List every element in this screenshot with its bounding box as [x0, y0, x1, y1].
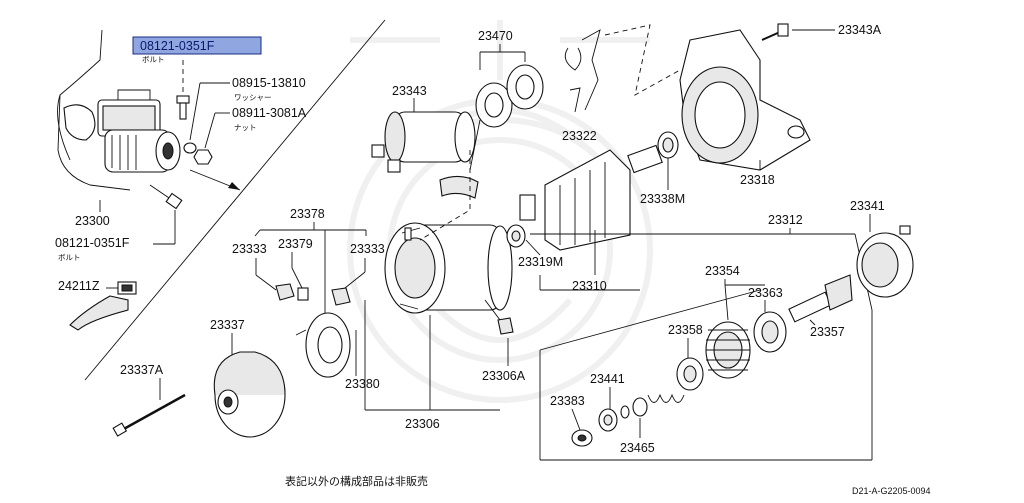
- part-label-23300[interactable]: 23300: [75, 214, 110, 228]
- part-label-23378[interactable]: 23378: [290, 207, 325, 221]
- part-label-23341[interactable]: 23341: [850, 199, 885, 213]
- part-sublabel-bolt-top: ボルト: [142, 55, 165, 64]
- screw-icon: [761, 23, 789, 41]
- brush-holder-plate-icon: [295, 312, 351, 378]
- washer-icon: [183, 142, 197, 154]
- harness-clip-icon: [69, 281, 137, 331]
- part-label-23363[interactable]: 23363: [748, 286, 783, 300]
- solenoid-icon: [371, 111, 476, 173]
- grommet-icon: [497, 317, 514, 335]
- part-label-23322[interactable]: 23322: [562, 129, 597, 143]
- part-label-23337A[interactable]: 23337A: [120, 363, 164, 377]
- part-label-23306A[interactable]: 23306A: [482, 369, 526, 383]
- gasket-icon: [475, 64, 544, 128]
- shift-lever-icon: [564, 29, 601, 113]
- part-label-23333-left[interactable]: 23333: [232, 242, 267, 256]
- part-label-23383[interactable]: 23383: [550, 394, 585, 408]
- dust-cover-icon: [439, 175, 479, 199]
- part-label-08121-0351F-top[interactable]: 08121-0351F: [140, 39, 215, 53]
- section-divider: [84, 19, 386, 381]
- yoke-housing-icon: [384, 222, 513, 314]
- pinion-shaft-icon: [788, 274, 853, 323]
- rear-cover-icon: [213, 351, 286, 438]
- part-label-23379[interactable]: 23379: [278, 237, 313, 251]
- part-label-23380[interactable]: 23380: [345, 377, 380, 391]
- part-sublabel-nut: ナット: [234, 123, 257, 132]
- part-label-23354[interactable]: 23354: [705, 264, 740, 278]
- pinion-gear-icon: [705, 321, 751, 379]
- through-bolt-icon: [112, 393, 186, 437]
- footer-note: 表記以外の構成部品は非販売: [285, 474, 428, 488]
- part-label-23337[interactable]: 23337: [210, 318, 245, 332]
- part-sublabel-bolt-bottom: ボルト: [58, 253, 81, 262]
- nut-icon: [193, 149, 213, 165]
- part-label-08911-3081A[interactable]: 08911-3081A: [232, 106, 307, 120]
- diagram-reference: D21-A-G2205-0094: [852, 486, 931, 496]
- part-label-23358[interactable]: 23358: [668, 323, 703, 337]
- part-label-23343[interactable]: 23343: [392, 84, 427, 98]
- part-label-24211Z[interactable]: 24211Z: [58, 279, 100, 293]
- drive-housing-icon: [679, 29, 811, 171]
- part-label-08915-13810[interactable]: 08915-13810: [232, 76, 306, 90]
- bolt-bottom-icon: [149, 184, 183, 210]
- arrow-head: [228, 182, 240, 190]
- part-label-23312[interactable]: 23312: [768, 213, 803, 227]
- part-label-23310[interactable]: 23310: [572, 279, 607, 293]
- part-label-23441[interactable]: 23441: [590, 372, 625, 386]
- part-sublabel-washer: ワッシャー: [234, 93, 272, 102]
- spring-icon: [620, 393, 685, 419]
- part-label-23333-right[interactable]: 23333: [350, 242, 385, 256]
- brush-icon: [297, 287, 309, 301]
- assembly-illustration: [57, 29, 181, 191]
- part-label-23306[interactable]: 23306: [405, 417, 440, 431]
- armature-icon: [519, 144, 663, 251]
- highlight-box: [132, 36, 262, 55]
- part-label-23465[interactable]: 23465: [620, 441, 655, 455]
- part-label-23357[interactable]: 23357: [810, 325, 845, 339]
- part-label-08121-0351F-bottom[interactable]: 08121-0351F: [55, 236, 130, 250]
- part-label-23338M[interactable]: 23338M: [640, 192, 685, 206]
- part-label-23343A[interactable]: 23343A: [838, 23, 882, 37]
- brush-spring-right-icon: [331, 287, 351, 306]
- stop-ring-icon: [856, 225, 914, 298]
- part-label-23319M[interactable]: 23319M: [518, 255, 563, 269]
- part-label-23470[interactable]: 23470: [478, 29, 513, 43]
- part-label-23318[interactable]: 23318: [740, 173, 775, 187]
- brush-spring-left-icon: [275, 283, 295, 301]
- bolt-top-icon: [176, 95, 190, 120]
